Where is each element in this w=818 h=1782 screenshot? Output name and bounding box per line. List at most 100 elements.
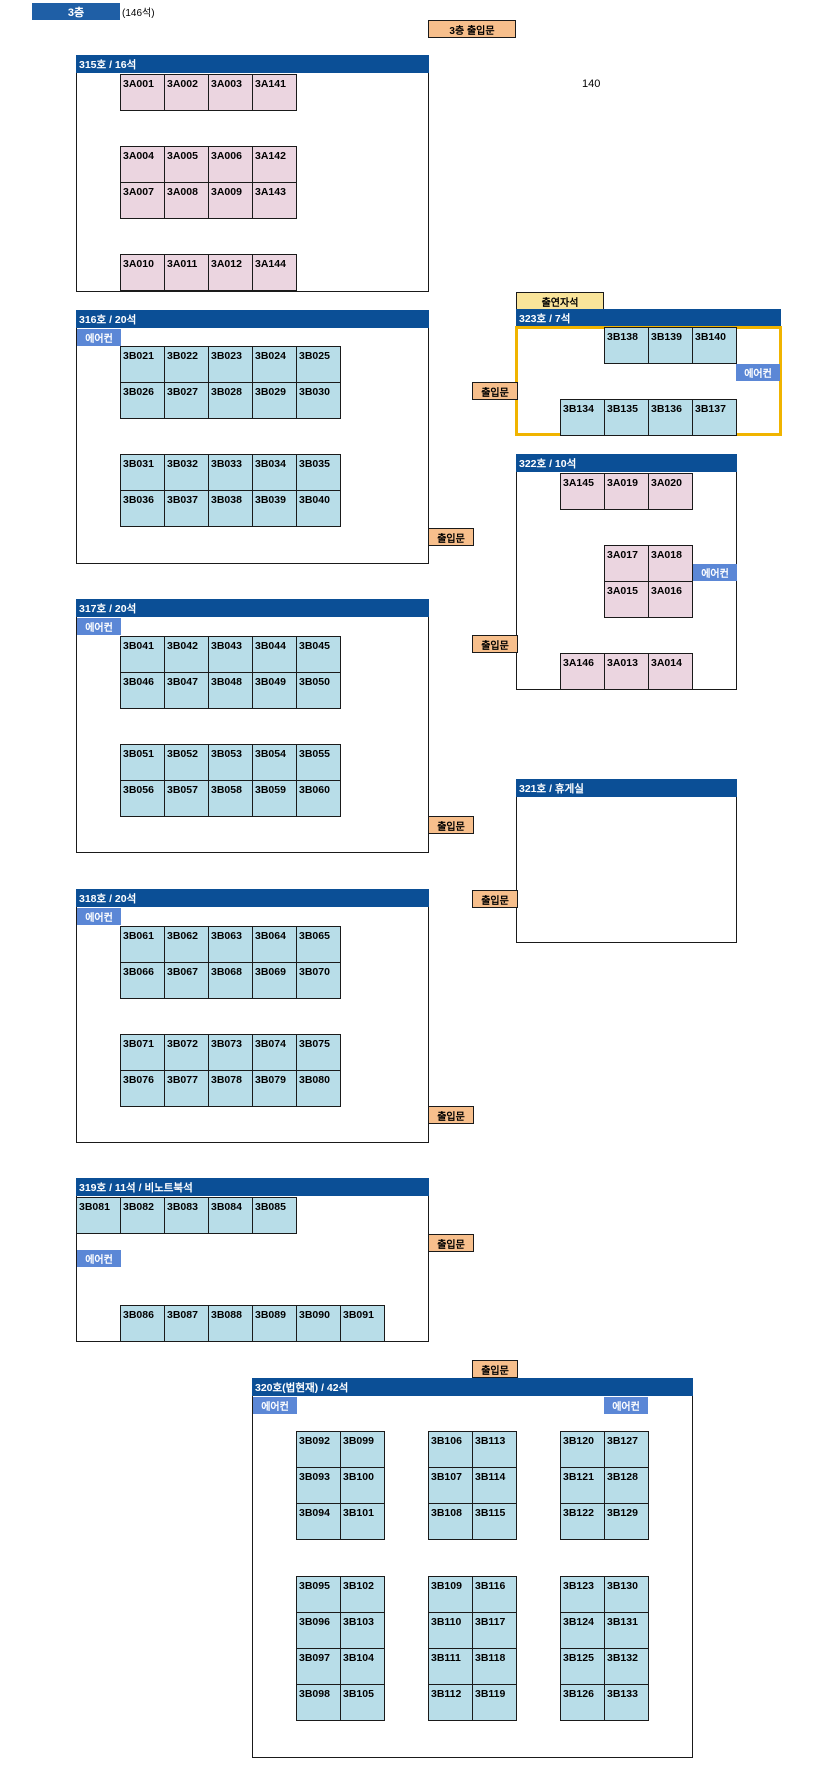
seat[interactable]: 3A144 [252,254,297,291]
seat[interactable]: 3B024 [252,346,297,383]
seat[interactable]: 3B025 [296,346,341,383]
seat[interactable]: 3B036 [120,490,165,527]
seat[interactable]: 3B084 [208,1197,253,1234]
seat[interactable]: 3A003 [208,74,253,111]
seat[interactable]: 3B028 [208,382,253,419]
seat[interactable]: 3B065 [296,926,341,963]
seat[interactable]: 3A010 [120,254,165,291]
seat[interactable]: 3B071 [120,1034,165,1071]
seat[interactable]: 3B021 [120,346,165,383]
seat[interactable]: 3B034 [252,454,297,491]
seat[interactable]: 3B092 [296,1431,341,1468]
seat[interactable]: 3B112 [428,1684,473,1721]
seat[interactable]: 3B093 [296,1467,341,1504]
seat[interactable]: 3B029 [252,382,297,419]
seat[interactable]: 3B033 [208,454,253,491]
seat[interactable]: 3B133 [604,1684,649,1721]
seat[interactable]: 3A018 [648,545,693,582]
seat[interactable]: 3B057 [164,780,209,817]
seat[interactable]: 3B083 [164,1197,209,1234]
seat[interactable]: 3A143 [252,182,297,219]
seat[interactable]: 3B116 [472,1576,517,1613]
seat[interactable]: 3B072 [164,1034,209,1071]
seat[interactable]: 3B139 [648,327,693,364]
seat[interactable]: 3A142 [252,146,297,183]
seat[interactable]: 3B129 [604,1503,649,1540]
seat[interactable]: 3B031 [120,454,165,491]
seat[interactable]: 3A019 [604,473,649,510]
seat[interactable]: 3B091 [340,1305,385,1342]
seat[interactable]: 3B059 [252,780,297,817]
seat[interactable]: 3B047 [164,672,209,709]
seat[interactable]: 3B137 [692,399,737,436]
seat[interactable]: 3A020 [648,473,693,510]
seat[interactable]: 3B088 [208,1305,253,1342]
seat[interactable]: 3A145 [560,473,605,510]
seat[interactable]: 3B120 [560,1431,605,1468]
seat[interactable]: 3B081 [76,1197,121,1234]
seat[interactable]: 3B032 [164,454,209,491]
seat[interactable]: 3B066 [120,962,165,999]
seat[interactable]: 3B055 [296,744,341,781]
seat[interactable]: 3B044 [252,636,297,673]
seat[interactable]: 3B074 [252,1034,297,1071]
seat[interactable]: 3B089 [252,1305,297,1342]
seat[interactable]: 3B117 [472,1612,517,1649]
seat[interactable]: 3B096 [296,1612,341,1649]
seat[interactable]: 3A017 [604,545,649,582]
seat[interactable]: 3A004 [120,146,165,183]
seat[interactable]: 3B126 [560,1684,605,1721]
seat[interactable]: 3B105 [340,1684,385,1721]
seat[interactable]: 3B121 [560,1467,605,1504]
seat[interactable]: 3B101 [340,1503,385,1540]
seat[interactable]: 3B056 [120,780,165,817]
seat[interactable]: 3B100 [340,1467,385,1504]
seat[interactable]: 3B106 [428,1431,473,1468]
seat[interactable]: 3A013 [604,653,649,690]
seat[interactable]: 3B078 [208,1070,253,1107]
seat[interactable]: 3A014 [648,653,693,690]
seat[interactable]: 3B122 [560,1503,605,1540]
seat[interactable]: 3B067 [164,962,209,999]
seat[interactable]: 3B095 [296,1576,341,1613]
seat[interactable]: 3B046 [120,672,165,709]
seat[interactable]: 3B080 [296,1070,341,1107]
seat[interactable]: 3B022 [164,346,209,383]
seat[interactable]: 3B104 [340,1648,385,1685]
seat[interactable]: 3B125 [560,1648,605,1685]
seat[interactable]: 3B079 [252,1070,297,1107]
seat[interactable]: 3A012 [208,254,253,291]
seat[interactable]: 3B038 [208,490,253,527]
seat[interactable]: 3B115 [472,1503,517,1540]
seat[interactable]: 3B049 [252,672,297,709]
seat[interactable]: 3B030 [296,382,341,419]
seat[interactable]: 3A005 [164,146,209,183]
seat[interactable]: 3B110 [428,1612,473,1649]
seat[interactable]: 3B052 [164,744,209,781]
seat[interactable]: 3B119 [472,1684,517,1721]
seat[interactable]: 3A008 [164,182,209,219]
seat[interactable]: 3B085 [252,1197,297,1234]
seat[interactable]: 3B090 [296,1305,341,1342]
seat[interactable]: 3B131 [604,1612,649,1649]
seat[interactable]: 3B132 [604,1648,649,1685]
seat[interactable]: 3B070 [296,962,341,999]
seat[interactable]: 3B107 [428,1467,473,1504]
seat[interactable]: 3B027 [164,382,209,419]
seat[interactable]: 3B035 [296,454,341,491]
seat[interactable]: 3B103 [340,1612,385,1649]
seat[interactable]: 3A001 [120,74,165,111]
seat[interactable]: 3A007 [120,182,165,219]
seat[interactable]: 3B062 [164,926,209,963]
seat[interactable]: 3B136 [648,399,693,436]
seat[interactable]: 3B064 [252,926,297,963]
seat[interactable]: 3B069 [252,962,297,999]
seat[interactable]: 3B026 [120,382,165,419]
seat[interactable]: 3B140 [692,327,737,364]
seat[interactable]: 3B082 [120,1197,165,1234]
seat[interactable]: 3B130 [604,1576,649,1613]
seat[interactable]: 3B063 [208,926,253,963]
seat[interactable]: 3B077 [164,1070,209,1107]
seat[interactable]: 3B097 [296,1648,341,1685]
seat[interactable]: 3B060 [296,780,341,817]
